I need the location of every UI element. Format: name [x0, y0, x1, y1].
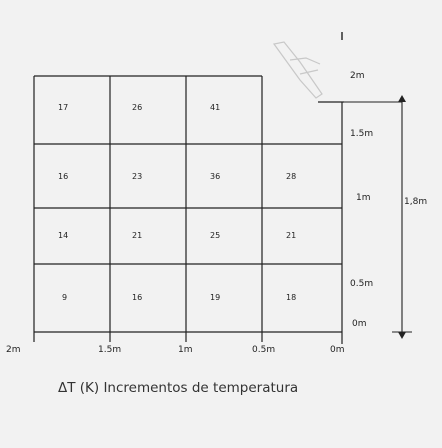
- wall-heater-icon: [272, 32, 343, 99]
- cell-value: 19: [210, 293, 220, 302]
- cell-value: 26: [132, 103, 142, 112]
- distance-label: 2m: [6, 345, 21, 355]
- distance-label: 0m: [330, 345, 345, 355]
- dimension-label: 1,8m: [404, 197, 427, 207]
- diagram-caption: ΔT (K) Incrementos de temperatura: [58, 380, 298, 396]
- cell-value: 23: [132, 172, 142, 181]
- height-label: 1.5m: [350, 129, 373, 139]
- temperature-grid: [33, 75, 343, 344]
- cell-value: 17: [58, 103, 68, 112]
- height-label: 0.5m: [350, 279, 373, 289]
- cell-value: 16: [58, 172, 68, 181]
- cell-value: 16: [132, 293, 142, 302]
- height-label: 0m: [352, 319, 367, 329]
- cell-value: 21: [286, 231, 296, 240]
- height-label: 1m: [356, 193, 371, 203]
- distance-label: 0.5m: [252, 345, 275, 355]
- cell-value: 18: [286, 293, 296, 302]
- cell-value: 28: [286, 172, 296, 181]
- distance-label: 1m: [178, 345, 193, 355]
- height-dimension-arrow: [342, 95, 412, 339]
- height-label: 2m: [350, 71, 365, 81]
- cell-value: 25: [210, 231, 220, 240]
- cell-value: 14: [58, 231, 68, 240]
- cell-value: 21: [132, 231, 142, 240]
- cell-value: 9: [62, 293, 67, 302]
- cell-value: 36: [210, 172, 220, 181]
- cell-value: 41: [210, 103, 220, 112]
- distance-label: 1.5m: [98, 345, 121, 355]
